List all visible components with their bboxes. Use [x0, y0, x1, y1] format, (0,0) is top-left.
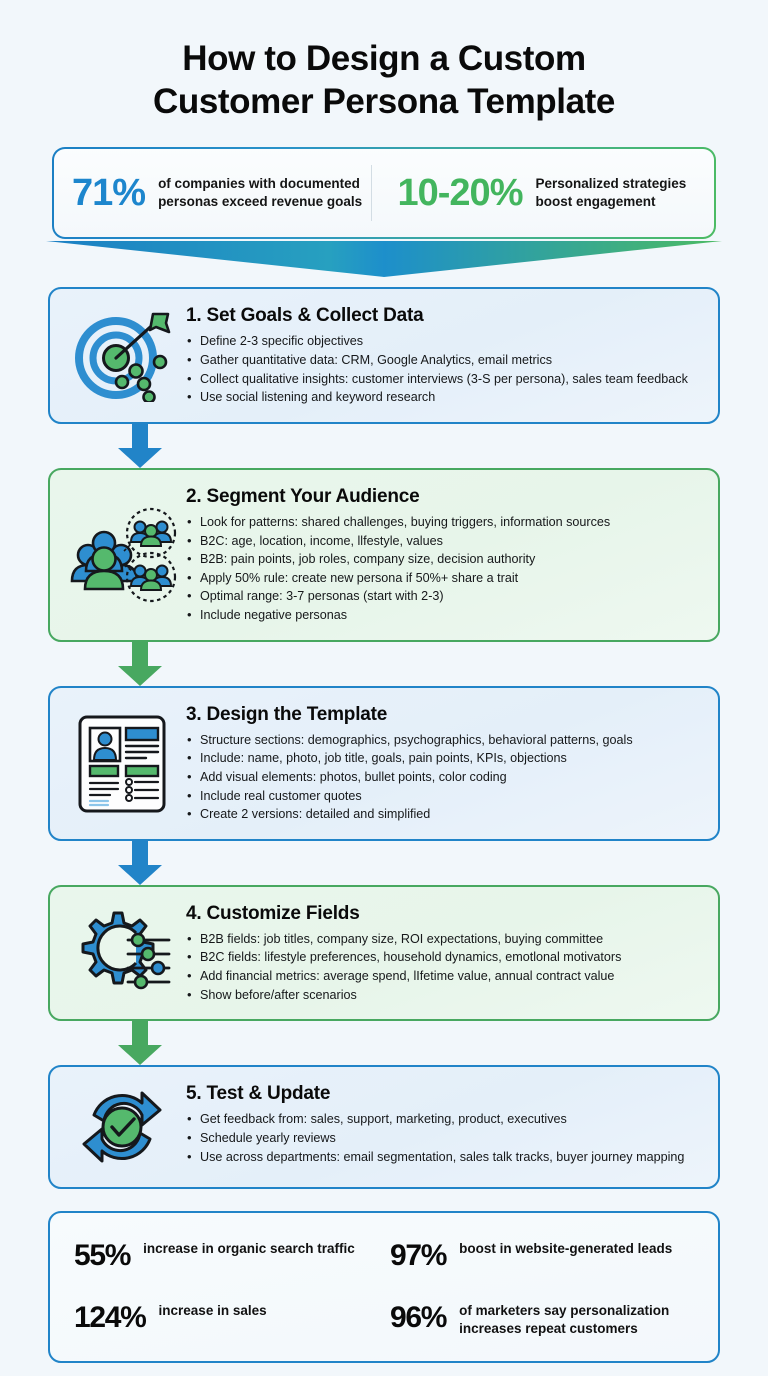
page-title-line-1: How to Design a Custom	[182, 39, 586, 78]
step-1-bullet-4: Use social listening and keyword researc…	[186, 388, 704, 406]
step-4-bullets: B2B fields: job titles, company size, RO…	[186, 930, 704, 1004]
step-5-bullet-1: Get feedback from: sales, support, marke…	[186, 1110, 704, 1128]
step-1-bullet-3: Collect qualitative insights: customer i…	[186, 370, 704, 388]
step-4-bullet-4: Show before/after scenarios	[186, 986, 704, 1004]
step-3-bullet-4: Include real customer quotes	[186, 786, 704, 805]
step-card-1[interactable]: 1. Set Goals & Collect Data Define 2-3 s…	[48, 287, 720, 424]
page-title-line-2: Customer Persona Template	[153, 81, 615, 121]
step-5-title: 5. Test & Update	[186, 1083, 331, 1105]
step-3-bullets: Structure sections: demographics, psycho…	[186, 731, 704, 824]
connector-arrow-1-wrap	[24, 423, 744, 468]
connector-arrow-4-wrap	[24, 1021, 744, 1066]
step-2-bullet-6: Include negative personas	[186, 606, 704, 624]
steps-list: 1. Set Goals & Collect Data Define 2-3 s…	[24, 287, 744, 1190]
page-title: How to Design a Custom Customer Persona …	[24, 0, 744, 123]
step-3-bullet-3: Add visual elements: photos, bullet poin…	[186, 768, 704, 786]
connector-arrow-3-wrap	[24, 840, 744, 885]
audience-segments-icon	[70, 507, 177, 602]
bottom-stat-2-value: 97%	[390, 1239, 447, 1273]
step-3-bullet-1: Structure sections: demographics, psycho…	[186, 731, 704, 749]
gear-sliders-icon	[81, 911, 171, 990]
bottom-stat-4: 96% of marketers say personalization inc…	[390, 1301, 694, 1337]
top-stat-2-label: Personalized strategies boost engagement	[535, 176, 687, 210]
top-stat-banner: 71% of companies with documented persona…	[52, 147, 716, 239]
down-arrow-icon	[118, 1021, 162, 1066]
down-arrow-icon	[118, 641, 162, 686]
step-3-icon-wrap	[60, 702, 184, 825]
bottom-stat-1-label: increase in organic search traffic	[143, 1241, 355, 1257]
step-4-bullet-3: Add financial metrics: average spend, lI…	[186, 967, 704, 985]
refresh-check-icon	[82, 1091, 162, 1163]
step-3-title: 3. Design the Template	[186, 703, 388, 725]
step-1-icon-wrap	[60, 303, 184, 408]
step-4-title: 4. Customize Fields	[186, 902, 360, 924]
target-arrow-icon	[75, 312, 171, 402]
bottom-stat-3: 124% increase in sales	[74, 1301, 378, 1337]
persona-template-document-icon	[78, 715, 166, 813]
bottom-stat-panel: 55% increase in organic search traffic 9…	[48, 1211, 720, 1364]
step-5-bullet-2: Schedule yearly reviews	[186, 1129, 704, 1147]
down-arrow-icon	[118, 423, 162, 468]
top-stat-2: 10-20% Personalized strategies boost eng…	[372, 172, 697, 215]
step-1-bullet-1: Define 2-3 specific objectives	[186, 332, 704, 350]
step-4-icon-wrap	[60, 901, 184, 1006]
step-4-bullet-1: B2B fields: job titles, company size, RO…	[186, 930, 704, 948]
step-3-bullet-5: Create 2 versions: detailed and simplifi…	[186, 805, 704, 823]
step-card-3[interactable]: 3. Design the Template Structure section…	[48, 685, 720, 841]
step-5-bullets: Get feedback from: sales, support, marke…	[186, 1110, 704, 1166]
top-stat-1-label: of companies with documented personas ex…	[158, 176, 363, 210]
bottom-stat-3-value: 124%	[74, 1301, 147, 1335]
bottom-stat-1-value: 55%	[74, 1239, 131, 1273]
step-4-body: 4. Customize Fields B2B fields: job titl…	[184, 901, 704, 1006]
step-2-bullet-3: B2B: pain points, job roles, company siz…	[186, 550, 704, 568]
step-1-title: 1. Set Goals & Collect Data	[186, 305, 424, 327]
funnel-triangle-icon	[46, 241, 722, 278]
step-2-bullet-4: Apply 50% rule: create new persona if 50…	[186, 569, 704, 587]
step-5-icon-wrap	[60, 1081, 184, 1173]
step-2-bullet-2: B2C: age, location, income, llfestyle, v…	[186, 531, 704, 550]
step-2-title: 2. Segment Your Audience	[186, 485, 420, 507]
bottom-stat-4-value: 96%	[390, 1301, 447, 1335]
step-2-body: 2. Segment Your Audience Look for patter…	[184, 484, 704, 626]
step-3-body: 3. Design the Template Structure section…	[184, 702, 704, 825]
down-arrow-icon	[118, 840, 162, 885]
step-2-icon-wrap	[60, 484, 184, 626]
bottom-stat-3-label: increase in sales	[158, 1303, 267, 1319]
bottom-stat-4-label: of marketers say personalization increas…	[459, 1303, 670, 1336]
bottom-stat-1: 55% increase in organic search traffic	[74, 1239, 378, 1271]
bottom-stat-2: 97% boost in website-generated leads	[390, 1239, 694, 1271]
step-3-bullet-2: Include: name, photo, job title, goals, …	[186, 749, 704, 767]
step-4-bullet-2: B2C fields: lifestyle preferences, house…	[186, 948, 704, 966]
bottom-stat-2-label: boost in website-generated leads	[459, 1241, 673, 1257]
step-card-4[interactable]: 4. Customize Fields B2B fields: job titl…	[48, 884, 720, 1022]
top-stat-1: 71% of companies with documented persona…	[72, 172, 371, 215]
step-card-2[interactable]: 2. Segment Your Audience Look for patter…	[48, 467, 720, 642]
step-2-bullet-1: Look for patterns: shared challenges, bu…	[186, 513, 704, 531]
top-stat-1-value: 71%	[72, 171, 146, 214]
step-1-body: 1. Set Goals & Collect Data Define 2-3 s…	[184, 303, 704, 408]
step-2-bullets: Look for patterns: shared challenges, bu…	[186, 513, 704, 624]
step-card-5[interactable]: 5. Test & Update Get feedback from: sale…	[48, 1065, 720, 1190]
step-1-bullets: Define 2-3 specific objectives Gather qu…	[186, 332, 704, 406]
banner-divider	[370, 165, 372, 222]
step-1-bullet-2: Gather quantitative data: CRM, Google An…	[186, 351, 704, 369]
funnel-shape	[24, 241, 744, 281]
top-stat-2-value: 10-20%	[397, 171, 524, 214]
connector-arrow-2-wrap	[24, 641, 744, 686]
step-5-body: 5. Test & Update Get feedback from: sale…	[184, 1081, 704, 1173]
step-2-bullet-5: Optimal range: 3-7 personas (start with …	[186, 587, 704, 605]
step-5-bullet-3: Use across departments: email segmentati…	[186, 1147, 704, 1166]
